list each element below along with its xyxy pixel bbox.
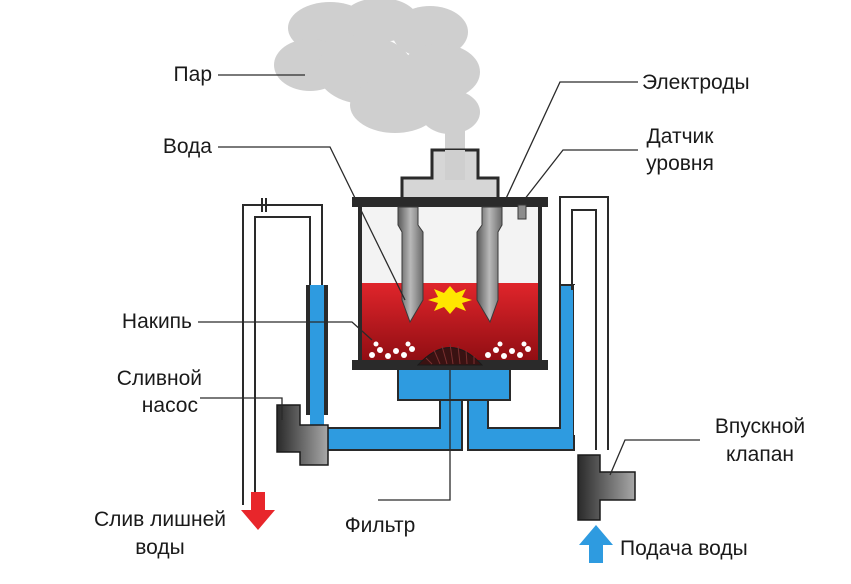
spark-icon <box>428 286 472 314</box>
label-filter: Фильтр <box>344 514 416 537</box>
inlet-valve <box>577 454 636 521</box>
label-drain-excess-line1: Слив лишней <box>94 508 226 531</box>
filter-chamber <box>397 364 511 401</box>
level-sensor <box>517 204 527 220</box>
tank <box>352 148 548 370</box>
label-steam: Пар <box>173 63 212 86</box>
label-inlet-valve-line1: Впускной <box>714 415 806 438</box>
supply-arrow-icon <box>579 525 613 563</box>
label-level-sensor-line2: уровня <box>646 152 714 175</box>
drain-pipe <box>319 394 463 451</box>
steam-cloud <box>274 0 480 172</box>
scale-deposits <box>369 341 531 359</box>
label-water-supply: Подача воды <box>620 537 748 560</box>
drain-arrow-icon <box>241 492 275 530</box>
label-level-sensor-line1: Датчик <box>646 125 714 148</box>
label-water: Вода <box>162 135 212 158</box>
drain-pump <box>276 404 329 466</box>
label-inlet-valve-line2: клапан <box>725 443 794 466</box>
electrodes <box>397 206 503 324</box>
label-drain-pump-line1: Сливной <box>116 367 202 390</box>
inlet-tube <box>559 196 609 450</box>
label-drain-pump-line2: насос <box>141 394 198 417</box>
label-electrodes: Электроды <box>642 71 750 94</box>
leader-lines <box>198 74 700 501</box>
drain-water-column <box>310 285 324 445</box>
label-scale: Накипь <box>121 310 192 333</box>
label-drain-excess-line2: воды <box>135 536 185 559</box>
